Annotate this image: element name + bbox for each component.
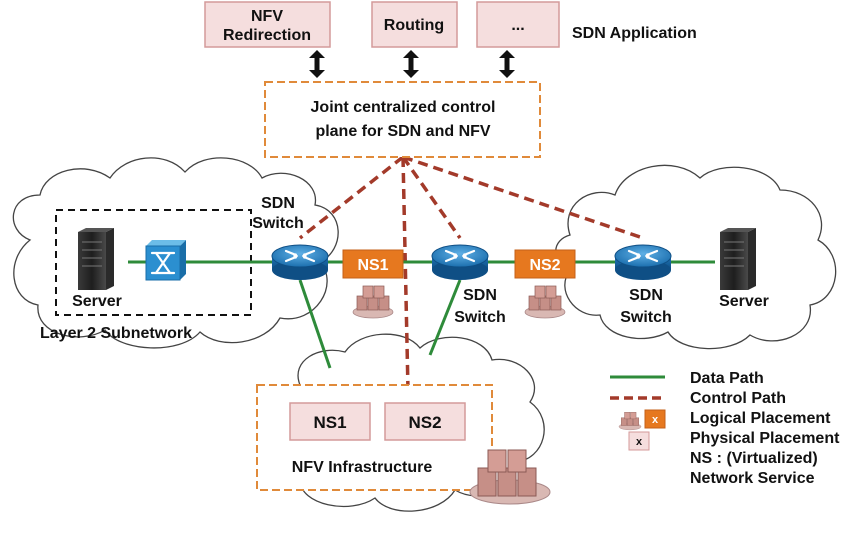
legend-logical-placement-label: Logical Placement (690, 410, 831, 427)
sdn-switch-2-label-2: Switch (454, 309, 506, 326)
legend: Data Path Control Path x Logical Placeme… (610, 370, 840, 487)
ns1-label: NS1 (357, 257, 388, 274)
legend-logical-placement-icon (618, 412, 642, 431)
sdn-switch-1-icon (270, 243, 330, 282)
ns2-label: NS2 (529, 257, 560, 274)
legend-physical-box (628, 431, 650, 451)
sdn-switch-2-label-1: SDN (463, 287, 497, 304)
legend-data-path-label: Data Path (690, 370, 764, 387)
legend-ns-orange-box (644, 409, 666, 429)
app-control-arrows (309, 50, 515, 78)
sdn-switch-2-icon (430, 243, 490, 282)
nfv-redirection-label-1: NFV (251, 8, 283, 25)
sdn-application-title: SDN Application (572, 25, 697, 42)
legend-control-path-label: Control Path (690, 390, 786, 407)
control-plane-label-1: Joint centralized control (311, 99, 496, 116)
infra-ns2-box (384, 402, 466, 441)
legend-ns-definition-line2: Network Service (690, 470, 815, 487)
infra-ns1-box (289, 402, 371, 441)
ns1-box (342, 249, 404, 279)
sdn-switch-1-label-1: SDN (261, 195, 295, 212)
infra-ns1-label: NS1 (313, 413, 346, 432)
left-server-icon (78, 228, 114, 290)
layer2-switch-icon (145, 240, 186, 281)
nfv-infrastructure-label: NFV Infrastructure (292, 459, 433, 476)
right-server-icon (720, 228, 756, 290)
layer2-subnetwork-label: Layer 2 Subnetwork (40, 325, 192, 342)
sdn-switch-3-label-2: Switch (620, 309, 672, 326)
right-cloud (555, 164, 837, 350)
routing-label: Routing (384, 17, 444, 34)
physical-infrastructure-icon (469, 449, 551, 505)
layer2-subnetwork-box (55, 209, 252, 316)
control-paths (298, 155, 644, 391)
nfv-redirection-label-2: Redirection (223, 27, 311, 44)
routing-box (371, 1, 458, 48)
ellipsis-label: ... (511, 17, 524, 34)
left-server-label: Server (72, 293, 122, 310)
nfv-redirection-box (204, 1, 331, 48)
legend-orange-x: x (652, 414, 659, 426)
infra-ns2-label: NS2 (408, 413, 441, 432)
ns2-box (514, 249, 576, 279)
sdn-switch-1-label-2: Switch (252, 215, 304, 232)
ns1-logical-placement-icon (352, 285, 394, 319)
sdn-switch-3-label-1: SDN (629, 287, 663, 304)
ellipsis-box (476, 1, 560, 48)
legend-physical-placement-label: Physical Placement (690, 430, 840, 447)
legend-ns-definition-line1: NS : (Virtualized) (690, 450, 818, 467)
control-plane-box (264, 81, 541, 158)
ns2-logical-placement-icon (524, 285, 566, 319)
sdn-switch-3-icon (613, 243, 673, 282)
legend-pink-x: x (636, 436, 643, 448)
control-plane-label-2: plane for SDN and NFV (315, 123, 490, 140)
right-server-label: Server (719, 293, 769, 310)
